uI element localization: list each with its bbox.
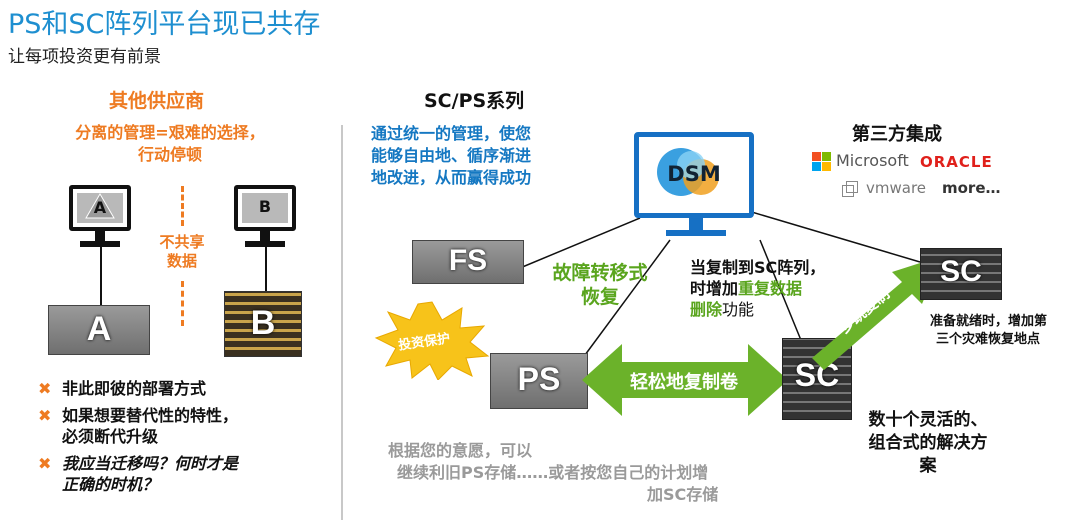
dedupe-note: 当复制到SC阵列， 时增加重复数据 删除功能 [690,257,825,320]
monitor-a-label: A [93,198,107,217]
microsoft-logo-text: Microsoft [836,151,909,170]
gray-line2: 继续利旧PS存储……或者按您自己的计划增 [397,463,709,482]
monitor-b: B [234,185,296,247]
fs-server: FS [412,240,524,284]
ready-line2: 三个灾难恢复地点 [936,332,1041,347]
connector-b [265,245,267,293]
investment-starburst-icon [374,301,490,380]
multi-hop-arrow-icon [812,256,942,370]
bullet-1-line1: 非此即彼的部署方式 [62,379,207,398]
sc-right-label: SC [940,255,982,288]
no-share-line2: 数据 [166,252,197,270]
bullet-2-line1: 如果想要替代性的特性， [62,406,239,425]
separator-top [181,186,184,226]
bullet-3-line2: 正确的时机？ [62,475,159,494]
separate-management-note: 分离的管理=艰难的选择， 行动停顿 [30,122,310,166]
pain-points-list: ✖ 非此即彼的部署方式 ✖ 如果想要替代性的特性， 必须断代升级 ✖ 我应当迁移… [38,378,338,495]
fs-label: FS [448,244,488,277]
separator-bottom [181,281,184,326]
unified-line2: 能够自由地、循序渐进 [371,146,532,165]
flexible-line1: 数十个灵活的、 [868,410,988,430]
continue-ps-note: 根据您的意愿，可以 继续利旧PS存储……或者按您自己的计划增 加SC存储 [388,440,718,506]
server-a-label: A [86,310,112,348]
ps-server: PS [490,353,588,409]
ps-label: PS [517,361,561,397]
bullet-3-line1: 我应当迁移吗？何时才是 [62,454,239,473]
failover-line1: 故障转移式 [552,262,648,284]
page-title: PS和SC阵列平台现已共存 [8,9,321,40]
flexible-line3: 案 [919,456,937,476]
x-icon: ✖ [38,454,52,473]
dsm-monitor: DSM [634,132,754,236]
list-item: ✖ 我应当迁移吗？何时才是 正确的时机？ [38,453,338,495]
page-subtitle: 让每项投资更有前景 [8,47,161,67]
dedupe-line2-highlight: 重复数据 [738,279,803,298]
no-share-data-label: 不共享 数据 [150,233,214,271]
dedupe-line1: 当复制到SC阵列， [690,258,826,277]
unified-line3: 地改进，从而赢得成功 [371,168,532,187]
x-icon: ✖ [38,379,52,398]
flexible-line2: 组合式的解决方 [868,433,988,453]
dsm-label: DSM [667,162,721,186]
dedupe-line3-highlight: 删除 [690,300,723,319]
server-b: B [224,291,302,357]
gray-line1: 根据您的意愿，可以 [388,441,533,460]
ready-line1: 准备就绪时，增加第 [930,314,1048,329]
no-share-line1: 不共享 [159,233,205,251]
third-dr-site-note: 准备就绪时，增加第 三个灾难恢复地点 [930,313,1047,349]
unified-line1: 通过统一的管理，使您 [371,124,532,143]
unified-management-note: 通过统一的管理，使您 能够自由地、循序渐进 地改进，从而赢得成功 [371,123,531,189]
oracle-logo-text: ORACLE [920,153,993,171]
more-vendors-text: more… [942,179,1001,197]
sc-right-server: SC [920,248,1002,300]
separate-management-line2: 行动停顿 [137,145,202,164]
dsm-logo-icon [657,148,719,196]
bullet-2-line2: 必须断代升级 [62,427,159,446]
list-item: ✖ 非此即彼的部署方式 [38,378,338,399]
gray-line3: 加SC存储 [647,485,719,504]
server-a: A [48,305,150,355]
easy-replicate-label: 轻松地复制卷 [630,372,738,393]
failover-line2: 恢复 [580,286,619,308]
server-b-label: B [250,304,276,342]
vmware-logo-text: vmware [866,179,927,197]
list-item: ✖ 如果想要替代性的特性， 必须断代升级 [38,405,338,447]
microsoft-logo-icon [812,152,831,171]
connector-a [100,245,102,307]
failover-label: 故障转移式 恢复 [530,261,670,309]
triangle-icon [85,193,115,219]
monitor-a: A [69,185,131,247]
panel-divider [341,125,343,520]
separate-management-line1: 分离的管理=艰难的选择， [75,123,265,142]
other-vendors-heading: 其他供应商 [109,90,205,112]
dedupe-line2-prefix: 时增加 [690,279,739,298]
x-icon: ✖ [38,406,52,425]
sc-ps-series-heading: SC/PS系列 [424,90,525,112]
monitor-b-label: B [258,197,272,216]
vmware-icon [842,181,858,197]
third-party-heading: 第三方集成 [852,124,942,145]
dedupe-line3-suffix: 功能 [722,300,755,319]
flexible-solutions-note: 数十个灵活的、 组合式的解决方 案 [858,409,998,478]
replication-double-arrow-icon [582,344,788,416]
